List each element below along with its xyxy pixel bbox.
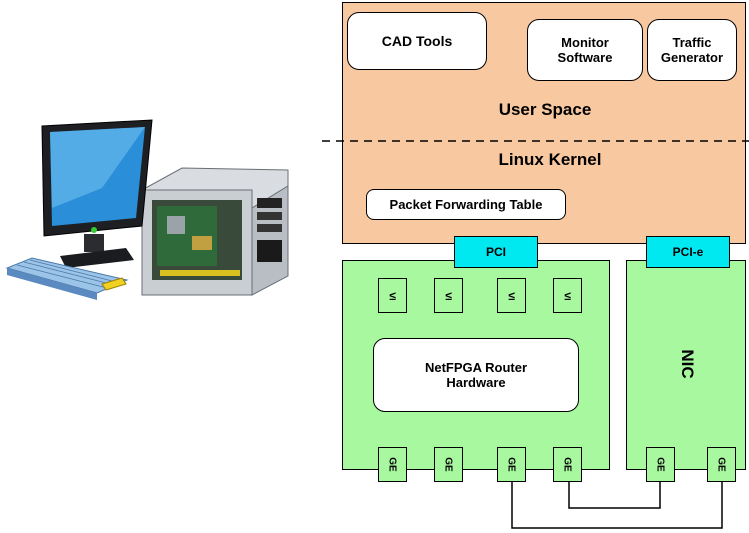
desktop-computer-icon xyxy=(5,119,289,300)
traffic-generator-box: Traffic Generator xyxy=(647,19,737,81)
ge-port-label: GE xyxy=(505,457,517,472)
netfpga-ge-port: GE xyxy=(553,447,582,482)
netfpga-port: ≤ xyxy=(434,278,463,313)
user-kernel-divider xyxy=(322,140,749,142)
ge-port-label: GE xyxy=(715,457,727,472)
packet-forwarding-table-box: Packet Forwarding Table xyxy=(366,189,566,220)
nic-ge-port: GE xyxy=(707,447,736,482)
monitor-software-label-2: Software xyxy=(557,50,613,65)
netfpga-port-label: ≤ xyxy=(389,288,396,303)
ge-port-label: GE xyxy=(386,457,398,472)
netfpga-port-label: ≤ xyxy=(445,288,452,303)
netfpga-port: ≤ xyxy=(497,278,526,313)
monitor-software-box: Monitor Software xyxy=(527,19,643,81)
netfpga-ge-port: GE xyxy=(497,447,526,482)
pcie-bus: PCI-e xyxy=(646,236,730,268)
traffic-generator-label-2: Generator xyxy=(660,50,724,65)
linux-kernel-label: Linux Kernel xyxy=(498,150,602,169)
cad-tools-label: CAD Tools xyxy=(381,33,453,49)
router-hardware-label-2: Hardware xyxy=(446,375,506,390)
netfpga-port: ≤ xyxy=(553,278,582,313)
packet-forwarding-table-label: Packet Forwarding Table xyxy=(389,197,543,212)
netfpga-router-hardware-box: NetFPGA Router Hardware xyxy=(373,338,579,412)
user-space-label: User Space xyxy=(498,100,592,119)
ge-port-label: GE xyxy=(442,457,454,472)
pci-bus-label: PCI xyxy=(485,245,506,259)
ge-port-label: GE xyxy=(654,457,666,472)
monitor-software-label-1: Monitor xyxy=(561,35,609,50)
netfpga-ge-port: GE xyxy=(378,447,407,482)
nic-card xyxy=(626,260,746,470)
pci-bus: PCI xyxy=(454,236,538,268)
router-hardware-label-1: NetFPGA Router xyxy=(424,360,528,375)
traffic-generator-label-1: Traffic xyxy=(672,35,712,50)
ethernet-cables xyxy=(511,482,723,529)
nic-label: NIC xyxy=(678,349,697,379)
netfpga-port: ≤ xyxy=(378,278,407,313)
netfpga-port-label: ≤ xyxy=(508,288,515,303)
nic-ge-port: GE xyxy=(646,447,675,482)
netfpga-ge-port: GE xyxy=(434,447,463,482)
cad-tools-box: CAD Tools xyxy=(347,12,487,70)
pcie-bus-label: PCI-e xyxy=(672,245,704,259)
ge-port-label: GE xyxy=(561,457,573,472)
netfpga-port-label: ≤ xyxy=(564,288,571,303)
